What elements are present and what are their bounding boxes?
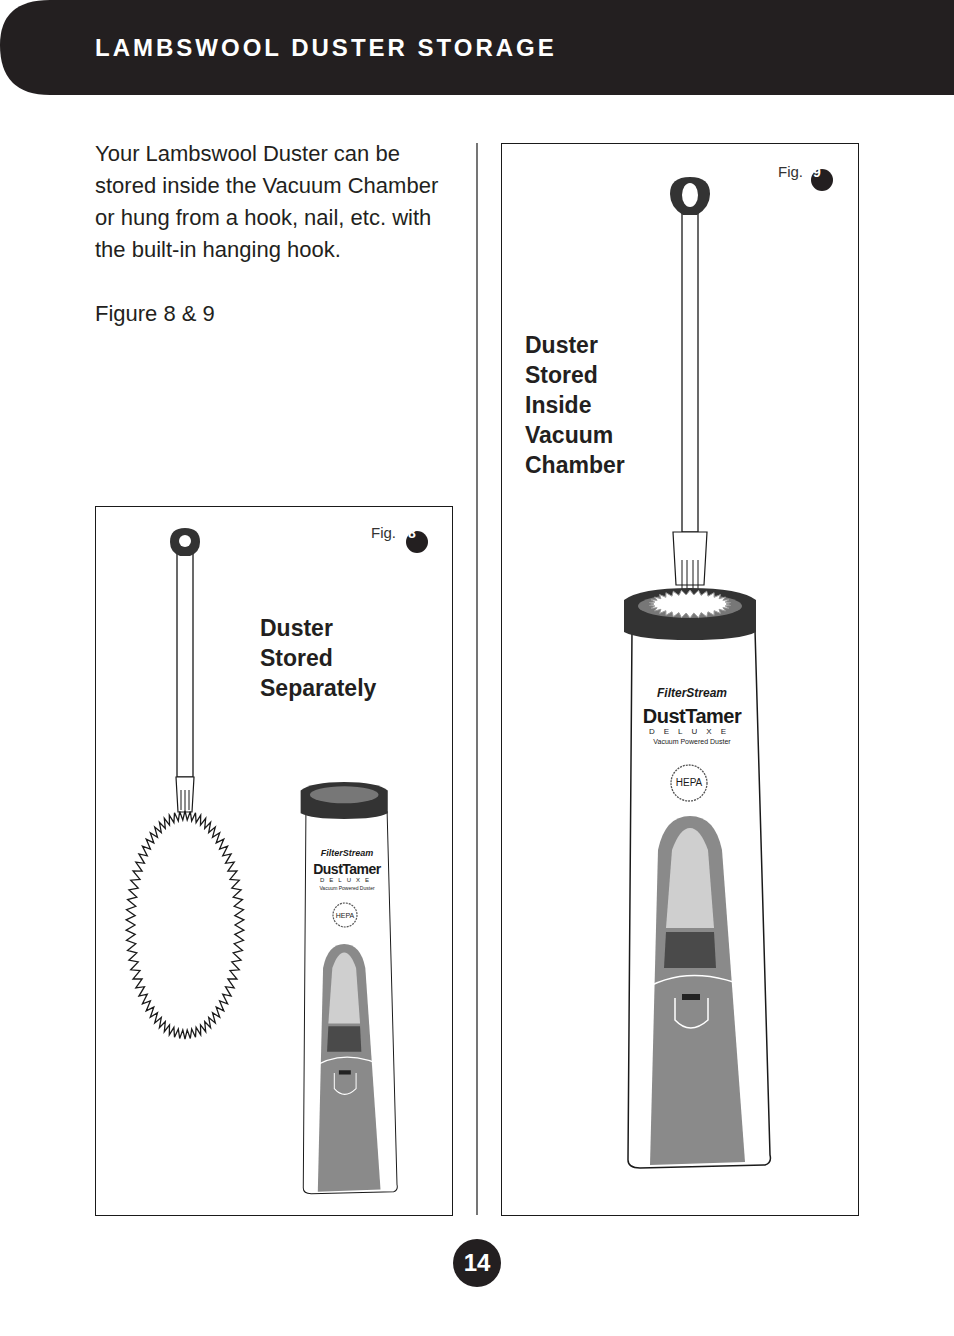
hepa-seal — [333, 903, 357, 927]
duster — [126, 528, 244, 1039]
product-edition: DELUXE — [649, 728, 735, 736]
brand: FilterStream — [657, 687, 727, 699]
product-name: DustTamer — [313, 862, 381, 876]
vacuum — [624, 588, 770, 1168]
figure-panel: Fig.9Duster Stored Inside Vacuum Chamber — [501, 143, 859, 1216]
product-edition: DELUXE — [320, 877, 374, 883]
divider — [476, 143, 477, 1215]
product-name: DustTamer — [643, 706, 742, 726]
header-band — [0, 0, 954, 95]
page-badge — [453, 1239, 501, 1287]
brand: FilterStream — [321, 849, 374, 858]
hepa-text: HEPA — [336, 912, 355, 919]
fig-number: 9 — [806, 164, 828, 180]
hepa-seal — [671, 765, 707, 801]
page-title: LAMBSWOOL DUSTER STORAGE — [95, 34, 557, 62]
product-tagline: Vacuum Powered Duster — [653, 738, 730, 745]
duster — [670, 177, 710, 592]
fig-number: 8 — [401, 525, 423, 541]
body-text: Figure 8 & 9 — [95, 298, 215, 330]
duster-fluff — [649, 590, 731, 618]
figure-panel: Fig. 8Duster Stored Separately — [95, 506, 453, 1216]
panel-heading: Duster Stored Inside Vacuum Chamber — [525, 330, 645, 480]
hepa-text: HEPA — [676, 778, 703, 788]
fig-label: Fig. — [778, 164, 803, 179]
panel-heading: Duster Stored Separately — [260, 613, 390, 703]
body-text: Your Lambswool Duster can be stored insi… — [95, 138, 445, 266]
vacuum — [301, 782, 398, 1194]
page-number: 14 — [464, 1251, 491, 1275]
product-tagline: Vacuum Powered Duster — [319, 886, 374, 891]
fig-label: Fig. — [371, 525, 396, 540]
